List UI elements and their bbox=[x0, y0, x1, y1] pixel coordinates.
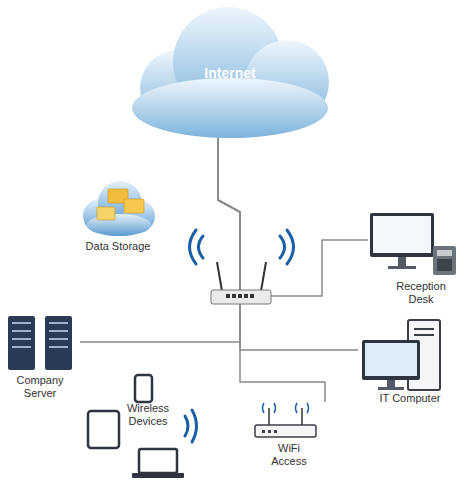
antenna bbox=[301, 408, 303, 425]
cloud-base bbox=[87, 214, 151, 236]
signal-wave bbox=[280, 236, 285, 258]
phone bbox=[135, 375, 152, 402]
node-label: Reception Desk bbox=[388, 280, 454, 306]
signal-wave bbox=[199, 236, 204, 258]
signal-wave bbox=[296, 403, 298, 413]
access-point-body bbox=[255, 425, 316, 437]
reception-node: Reception Desk bbox=[368, 210, 468, 308]
computer-node: IT Computer bbox=[358, 316, 470, 406]
antenna bbox=[217, 262, 222, 291]
storage-icon bbox=[83, 181, 155, 236]
node-label: IT Computer bbox=[358, 392, 462, 405]
monitor-base bbox=[388, 266, 416, 269]
status-light bbox=[262, 430, 265, 433]
status-light bbox=[274, 430, 277, 433]
it-computer-icon bbox=[362, 320, 440, 390]
access-point-node: WiFi Access bbox=[250, 402, 330, 466]
laptop-base bbox=[132, 473, 184, 478]
cloud-node: Internet bbox=[130, 5, 330, 138]
monitor-stand bbox=[387, 380, 395, 387]
drive-bay bbox=[49, 338, 68, 340]
server-icon bbox=[8, 316, 72, 370]
antenna bbox=[268, 408, 270, 425]
folder bbox=[97, 207, 115, 220]
server-node: Company Server bbox=[0, 312, 80, 388]
signal-wave bbox=[274, 403, 276, 413]
monitor-screen bbox=[365, 343, 417, 376]
port bbox=[232, 294, 236, 298]
devices-node: Wireless Devices bbox=[84, 372, 204, 482]
node-label: Internet bbox=[130, 67, 330, 80]
port bbox=[238, 294, 242, 298]
monitor-frame bbox=[370, 213, 434, 257]
node-label: Data Storage bbox=[68, 240, 168, 253]
monitor-frame bbox=[362, 340, 420, 380]
cloud-base bbox=[132, 78, 328, 138]
server-rack bbox=[45, 316, 72, 370]
monitor-screen bbox=[373, 216, 431, 253]
monitor-base bbox=[378, 387, 404, 390]
drive-slot bbox=[414, 334, 434, 336]
phone-keypad bbox=[437, 259, 452, 271]
signal-wave bbox=[190, 230, 197, 264]
signal-wave bbox=[192, 410, 197, 442]
signal-wave bbox=[287, 230, 294, 264]
signal-wave bbox=[185, 416, 188, 436]
phone-display bbox=[437, 250, 452, 256]
network-cable bbox=[218, 138, 325, 402]
drive-bay bbox=[12, 338, 31, 340]
monitor-stand bbox=[398, 257, 406, 266]
node-label: WiFi Access bbox=[268, 442, 310, 468]
drive-bay bbox=[49, 322, 68, 324]
drive-bay bbox=[12, 346, 31, 348]
signal-wave bbox=[307, 403, 309, 413]
folder bbox=[124, 199, 144, 213]
desk-phone bbox=[433, 246, 456, 275]
node-label: Company Server bbox=[0, 374, 80, 400]
drive-bay bbox=[12, 322, 31, 324]
wifi-access-icon bbox=[255, 403, 316, 437]
storage-node: Data Storage bbox=[68, 170, 168, 254]
node-label: Wireless Devices bbox=[122, 402, 174, 428]
drive-bay bbox=[12, 330, 31, 332]
status-light bbox=[268, 430, 271, 433]
router-icon bbox=[190, 230, 294, 304]
port bbox=[226, 294, 230, 298]
wireless-devices-icon bbox=[88, 375, 197, 478]
port bbox=[244, 294, 248, 298]
tablet bbox=[88, 411, 119, 448]
drive-bay bbox=[49, 346, 68, 348]
network-cable bbox=[218, 138, 358, 350]
drive-slot bbox=[414, 328, 434, 330]
antenna bbox=[261, 262, 266, 291]
router-body bbox=[211, 290, 271, 304]
reception-icon bbox=[370, 213, 456, 275]
drive-bay bbox=[49, 330, 68, 332]
laptop-screen bbox=[139, 449, 177, 473]
port bbox=[250, 294, 254, 298]
server-rack bbox=[8, 316, 35, 370]
signal-wave bbox=[263, 403, 265, 413]
